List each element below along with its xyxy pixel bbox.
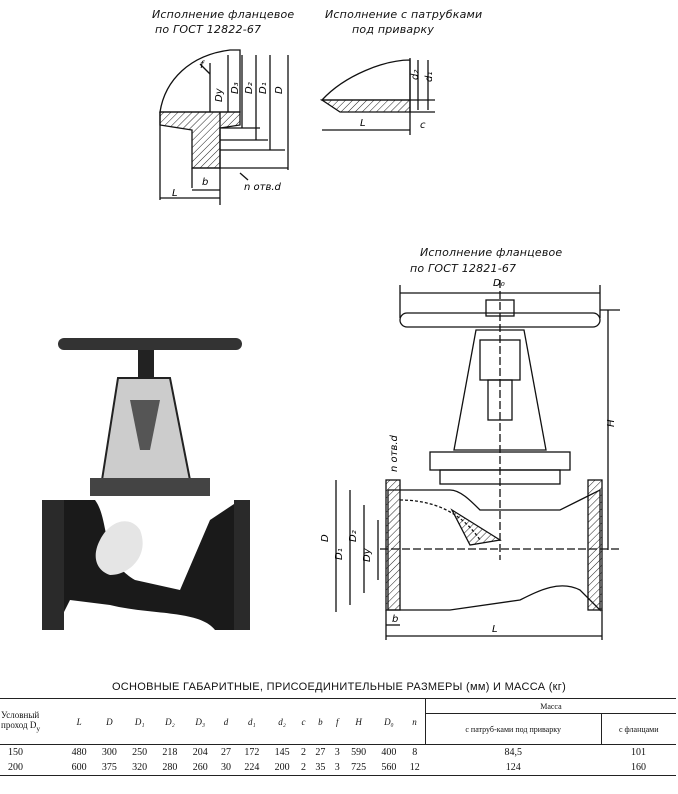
dim-l-welded: L (360, 118, 366, 129)
flanged-end-detail (159, 49, 289, 205)
header-col: D₀ (373, 698, 405, 745)
dim-d2-main: D₂ (348, 530, 359, 542)
header-col: H (343, 698, 374, 745)
welded-caption-line2: под приварку (352, 23, 435, 36)
dim-dy: Dу (214, 87, 225, 102)
header-col: L (64, 698, 95, 745)
dim-d3: D₃ (230, 82, 241, 94)
table-cell: 260 (185, 760, 216, 776)
header-mass-flanged: с фланцами (600, 713, 676, 745)
table-cell: 600 (64, 760, 95, 776)
table-cell: 375 (94, 760, 125, 776)
table-title: ОСНОВНЫЕ ГАБАРИТНЫЕ, ПРИСОЕДИНИТЕЛЬНЫЕ Р… (111, 681, 567, 693)
dim-f: f (200, 60, 205, 71)
dim-d1-main: D₁ (334, 548, 345, 560)
table-cell: 8 (412, 747, 418, 758)
table-row: 200 600 375 320 280 260 30 224 200 2 35 … (0, 760, 676, 776)
header-col: D₁ (124, 698, 155, 745)
dim-holes-detail: n отв.d (244, 182, 282, 193)
table-cell: 12 (404, 760, 426, 776)
header-col: D₃ (185, 698, 216, 745)
dim-d1-small: d₁ (424, 72, 435, 82)
dim-b: b (202, 177, 208, 188)
dim-h: H (606, 419, 617, 427)
dim-d2-small: d₂ (410, 70, 421, 80)
table-cell: 145 (274, 747, 290, 758)
table-cell: 224 (236, 760, 267, 776)
table-cell: 560 (373, 760, 405, 776)
table-cell: 480 (71, 747, 87, 758)
table-cell: 3 (331, 760, 344, 776)
table-cell: 725 (343, 760, 374, 776)
table-cell: 200 (266, 760, 298, 776)
dim-b-main: b (392, 614, 398, 625)
dim-dy-main: Dу (362, 547, 373, 562)
header-mass-group: Масса (424, 698, 676, 714)
header-col: D (94, 698, 125, 745)
dim-d2: D₂ (244, 82, 255, 94)
table-cell: 320 (124, 760, 155, 776)
flanged-caption-line1: Исполнение фланцевое (152, 8, 295, 21)
table-cell: 300 (101, 747, 117, 758)
header-col: n (404, 698, 426, 745)
dim-d-main: D (320, 534, 331, 542)
valve-photo (42, 338, 250, 630)
header-col: D₂ (154, 698, 186, 745)
header-col: d₁ (236, 698, 267, 745)
table-cell: 27 (221, 747, 231, 758)
table-cell: 204 (192, 747, 208, 758)
table-cell: 35 (309, 760, 332, 776)
table-cell: 124 (425, 760, 602, 776)
dim-d0: D₀ (493, 278, 505, 289)
table-cell: 400 (381, 747, 397, 758)
table-cell: 172 (244, 747, 260, 758)
technical-drawing: f Dу D₃ D₂ D₁ D b L n отв.d d₂ d₁ c L (42, 49, 620, 640)
dim-holes-main: n отв.d (389, 434, 400, 472)
main-caption-line1: Исполнение фланцевое (420, 246, 563, 259)
table-cell: 3 (334, 747, 340, 758)
header-col: f (331, 698, 344, 745)
table-cell: 150 (8, 747, 23, 758)
table-cell: 27 (315, 747, 326, 758)
header-col: d₂ (266, 698, 298, 745)
header-mass-welded: с патруб-ками под приварку (424, 713, 602, 745)
table-cell: 590 (351, 747, 367, 758)
header-col: d (215, 698, 237, 745)
dim-l-main: L (492, 624, 498, 635)
table-cell: 160 (601, 760, 676, 776)
main-caption-line2: по ГОСТ 12821-67 (410, 262, 517, 275)
table-cell: 30 (215, 760, 237, 776)
dim-l-detail: L (172, 188, 178, 199)
table-cell: 101 (631, 747, 646, 758)
table-row: 150 480 300 250 218 204 27 172 145 2 27 … (0, 745, 676, 761)
dim-d: D (274, 86, 285, 94)
table-cell: 218 (162, 747, 178, 758)
table-cell: 280 (154, 760, 186, 776)
table-cell: 200 (0, 760, 64, 776)
header-col: b (309, 698, 332, 745)
table-cell: 2 (300, 747, 306, 758)
header-nominal-bore: Условный проход Dy (0, 698, 64, 745)
welded-end-detail (319, 58, 435, 135)
valve-main-drawing (335, 280, 620, 640)
dim-d1: D₁ (258, 82, 269, 94)
dim-c: c (420, 120, 426, 131)
dimensions-table: Условный проход Dy L D D₁ D₂ D₃ d d₁ d₂ … (0, 698, 676, 776)
table-cell: 250 (132, 747, 148, 758)
welded-caption-line1: Исполнение с патрубками (325, 8, 483, 21)
flanged-caption-line2: по ГОСТ 12822-67 (155, 23, 262, 36)
table-cell: 2 (297, 760, 310, 776)
header-col: c (297, 698, 310, 745)
table-cell: 84,5 (504, 747, 522, 758)
